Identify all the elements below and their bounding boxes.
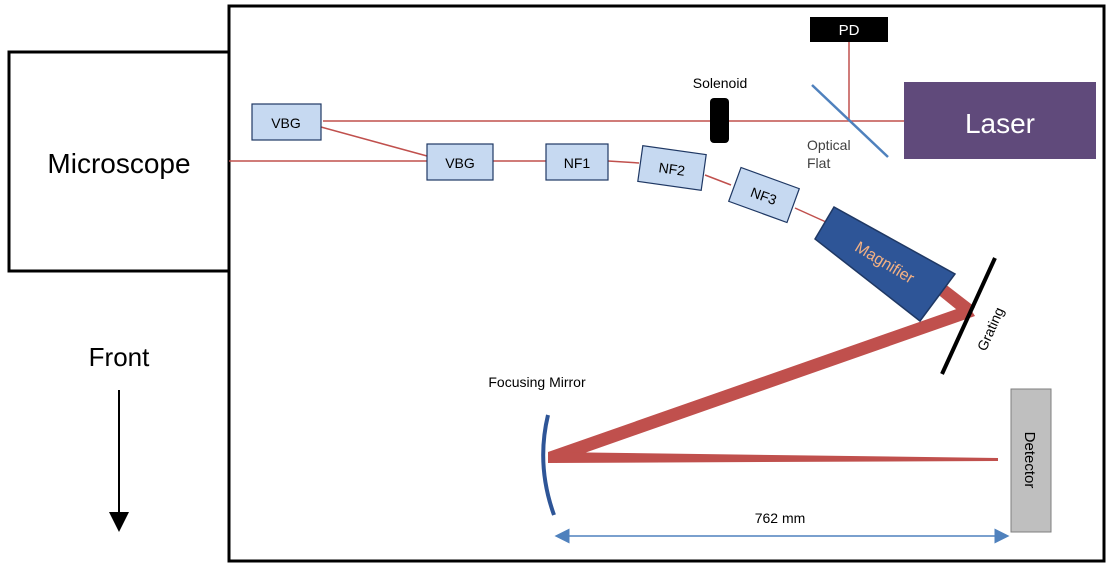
vbg-top-box <box>251 103 322 141</box>
front-label: Front <box>89 342 150 372</box>
grating <box>940 257 997 375</box>
detector-label: Detector <box>1021 432 1038 489</box>
distance-label: 762 mm <box>755 510 806 526</box>
optical-flat-label-line1: Optical <box>807 137 851 153</box>
optical-flat <box>811 84 889 158</box>
focusing-mirror-label: Focusing Mirror <box>488 374 586 390</box>
nf1-label: NF1 <box>564 155 591 171</box>
nf2-box <box>637 145 707 191</box>
beam-paths <box>229 42 905 223</box>
enclosure-outline <box>227 4 1106 563</box>
laser-label: Laser <box>965 108 1035 139</box>
vbg-mid-box <box>426 143 494 181</box>
vbg-top-label: VBG <box>271 115 301 131</box>
photodiode-box <box>810 17 888 42</box>
nf3-box <box>727 166 801 224</box>
detector-box <box>1010 388 1052 533</box>
nf2-label: NF2 <box>658 159 687 179</box>
grating-label: Grating <box>974 305 1007 353</box>
laser-box <box>904 82 1096 159</box>
solenoid-label: Solenoid <box>693 75 748 91</box>
vbg-mid-label: VBG <box>445 155 475 171</box>
focusing-mirror <box>541 414 556 516</box>
magnifier-body <box>814 205 957 323</box>
optical-flat-label-line2: Flat <box>807 155 830 171</box>
nf1-box <box>545 143 609 181</box>
solenoid-block <box>710 98 729 143</box>
microscope-label: Microscope <box>47 148 190 179</box>
pd-label: PD <box>839 22 860 39</box>
